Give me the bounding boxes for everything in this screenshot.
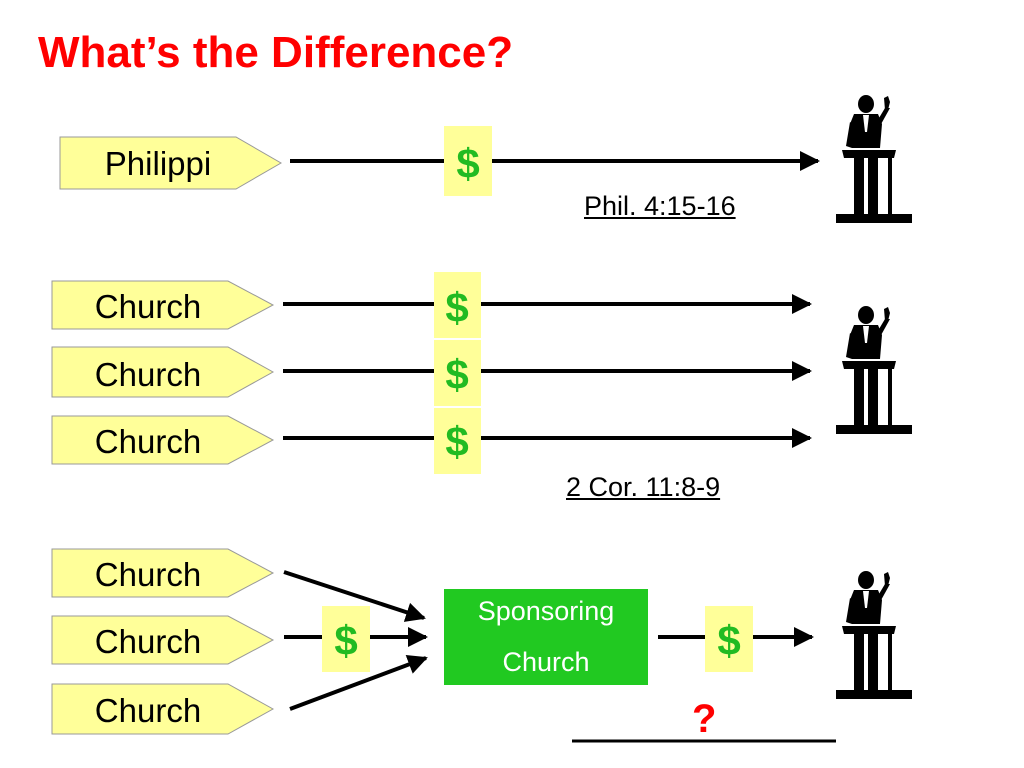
source-label: Church <box>95 423 201 460</box>
source-tag-church-6 <box>51 683 275 735</box>
preacher-at-pulpit-icon <box>836 571 912 699</box>
money-badge <box>322 606 370 672</box>
money-badge <box>434 272 481 338</box>
sponsoring-church-box: Sponsoring Church <box>444 589 648 685</box>
source-tag-church-5 <box>51 615 275 665</box>
sponsor-label-line2: Church <box>502 647 590 677</box>
scenario-multiple-churches: Church Church Church $ $ $ <box>51 272 912 474</box>
money-symbol: $ <box>445 351 468 398</box>
money-badge <box>434 340 481 406</box>
scripture-reference-2: 2 Cor. 11:8-9 <box>566 472 721 502</box>
source-label: Philippi <box>105 145 211 182</box>
scenario-sponsoring-church: Church Church Church $ $ <box>51 548 912 743</box>
money-badge <box>705 606 753 672</box>
money-badge <box>444 126 492 196</box>
preacher-at-pulpit-icon <box>836 306 912 434</box>
source-tag-church-3 <box>51 415 275 465</box>
slide-title: What’s the Difference? <box>38 28 514 77</box>
source-label: Church <box>95 623 201 660</box>
question-mark: ? <box>692 697 717 741</box>
source-tag-church-2 <box>51 346 275 398</box>
scenario-philippi: Philippi $ <box>59 95 912 223</box>
source-tag-church-1 <box>51 280 275 330</box>
scripture-reference-1: Phil. 4:15-16 <box>584 191 736 221</box>
source-label: Church <box>95 692 201 729</box>
source-tag-philippi <box>59 136 282 190</box>
source-label: Church <box>95 288 201 325</box>
sponsor-label-line1: Sponsoring <box>477 595 615 626</box>
source-label: Church <box>95 556 201 593</box>
support-arrow <box>289 654 428 711</box>
money-symbol: $ <box>717 617 740 664</box>
source-label: Church <box>95 356 201 393</box>
money-symbol: $ <box>334 617 357 664</box>
preacher-at-pulpit-icon <box>836 95 912 223</box>
money-symbol: $ <box>456 140 479 187</box>
money-symbol: $ <box>445 284 468 331</box>
support-arrow <box>283 570 426 622</box>
money-badge <box>434 408 481 474</box>
source-tag-church-4 <box>51 548 275 598</box>
money-symbol: $ <box>445 418 468 465</box>
